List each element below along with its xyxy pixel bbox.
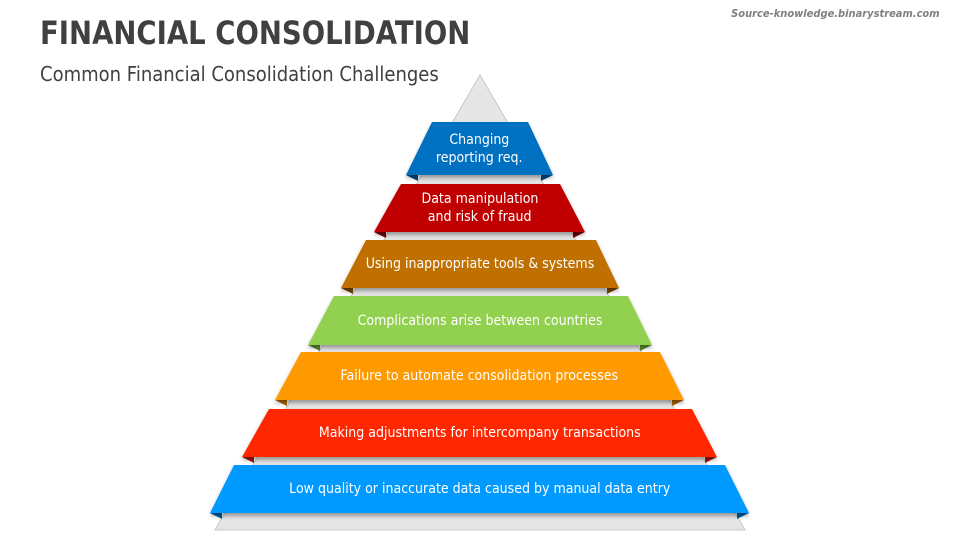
pyramid-level-6 [242,409,717,463]
ribbon-fold-left [374,232,386,238]
level-band [242,409,717,457]
level-band [275,352,684,400]
level-band [374,184,585,232]
page-title: FINANCIAL CONSOLIDATION [40,14,471,52]
level-1-label-line2: reporting req. [436,149,523,166]
level-3-label: Using inappropriate tools & systems [341,240,619,288]
level-5-label: Failure to automate consolidation proces… [275,352,684,400]
pyramid-level-2 [374,184,585,238]
ribbon-fold-left [275,400,287,406]
level-6-label: Making adjustments for intercompany tran… [242,409,717,457]
ribbon-fold-left [308,345,320,351]
level-4-label: Complications arise between countries [308,296,652,345]
level-6-label-text: Making adjustments for intercompany tran… [318,425,641,441]
level-band [341,240,619,288]
ribbon-fold-right [640,345,652,351]
ribbon-fold-left [210,513,222,519]
pyramid-level-7 [210,465,749,519]
ribbon-fold-right [672,400,684,406]
ribbon-fold-left [341,288,353,294]
level-4-label-text: Complications arise between countries [357,312,603,329]
level-1-label-line1: Changing [449,131,510,148]
level-band [406,122,553,175]
ribbon-fold-right [573,232,585,238]
ribbon-fold-left [406,175,418,181]
pyramid-level-4 [308,296,652,351]
level-5-label-text: Failure to automate consolidation proces… [340,368,619,384]
level-2-label: Data manipulation and risk of fraud [374,184,585,232]
ribbon-fold-right [607,288,619,294]
page-subtitle: Common Financial Consolidation Challenge… [40,62,439,86]
level-7-label-text: Low quality or inaccurate data caused by… [288,481,671,497]
pyramid-level-1 [406,122,553,181]
pyramid-level-3 [341,240,619,294]
level-2-label-line1: Data manipulation [421,191,538,207]
level-7-label: Low quality or inaccurate data caused by… [210,465,749,513]
level-2-label-line2: and risk of fraud [427,209,532,225]
level-1-label: Changing reporting req. [406,122,553,175]
level-band [210,465,749,513]
ribbon-fold-left [242,457,254,463]
source-credit: Source-knowledge.binarystream.com [731,7,940,20]
ribbon-fold-right [737,513,749,519]
pyramid-level-5 [275,352,684,406]
ribbon-fold-right [541,175,553,181]
ribbon-fold-right [705,457,717,463]
level-band [308,296,652,345]
level-3-label-text: Using inappropriate tools & systems [365,256,595,272]
